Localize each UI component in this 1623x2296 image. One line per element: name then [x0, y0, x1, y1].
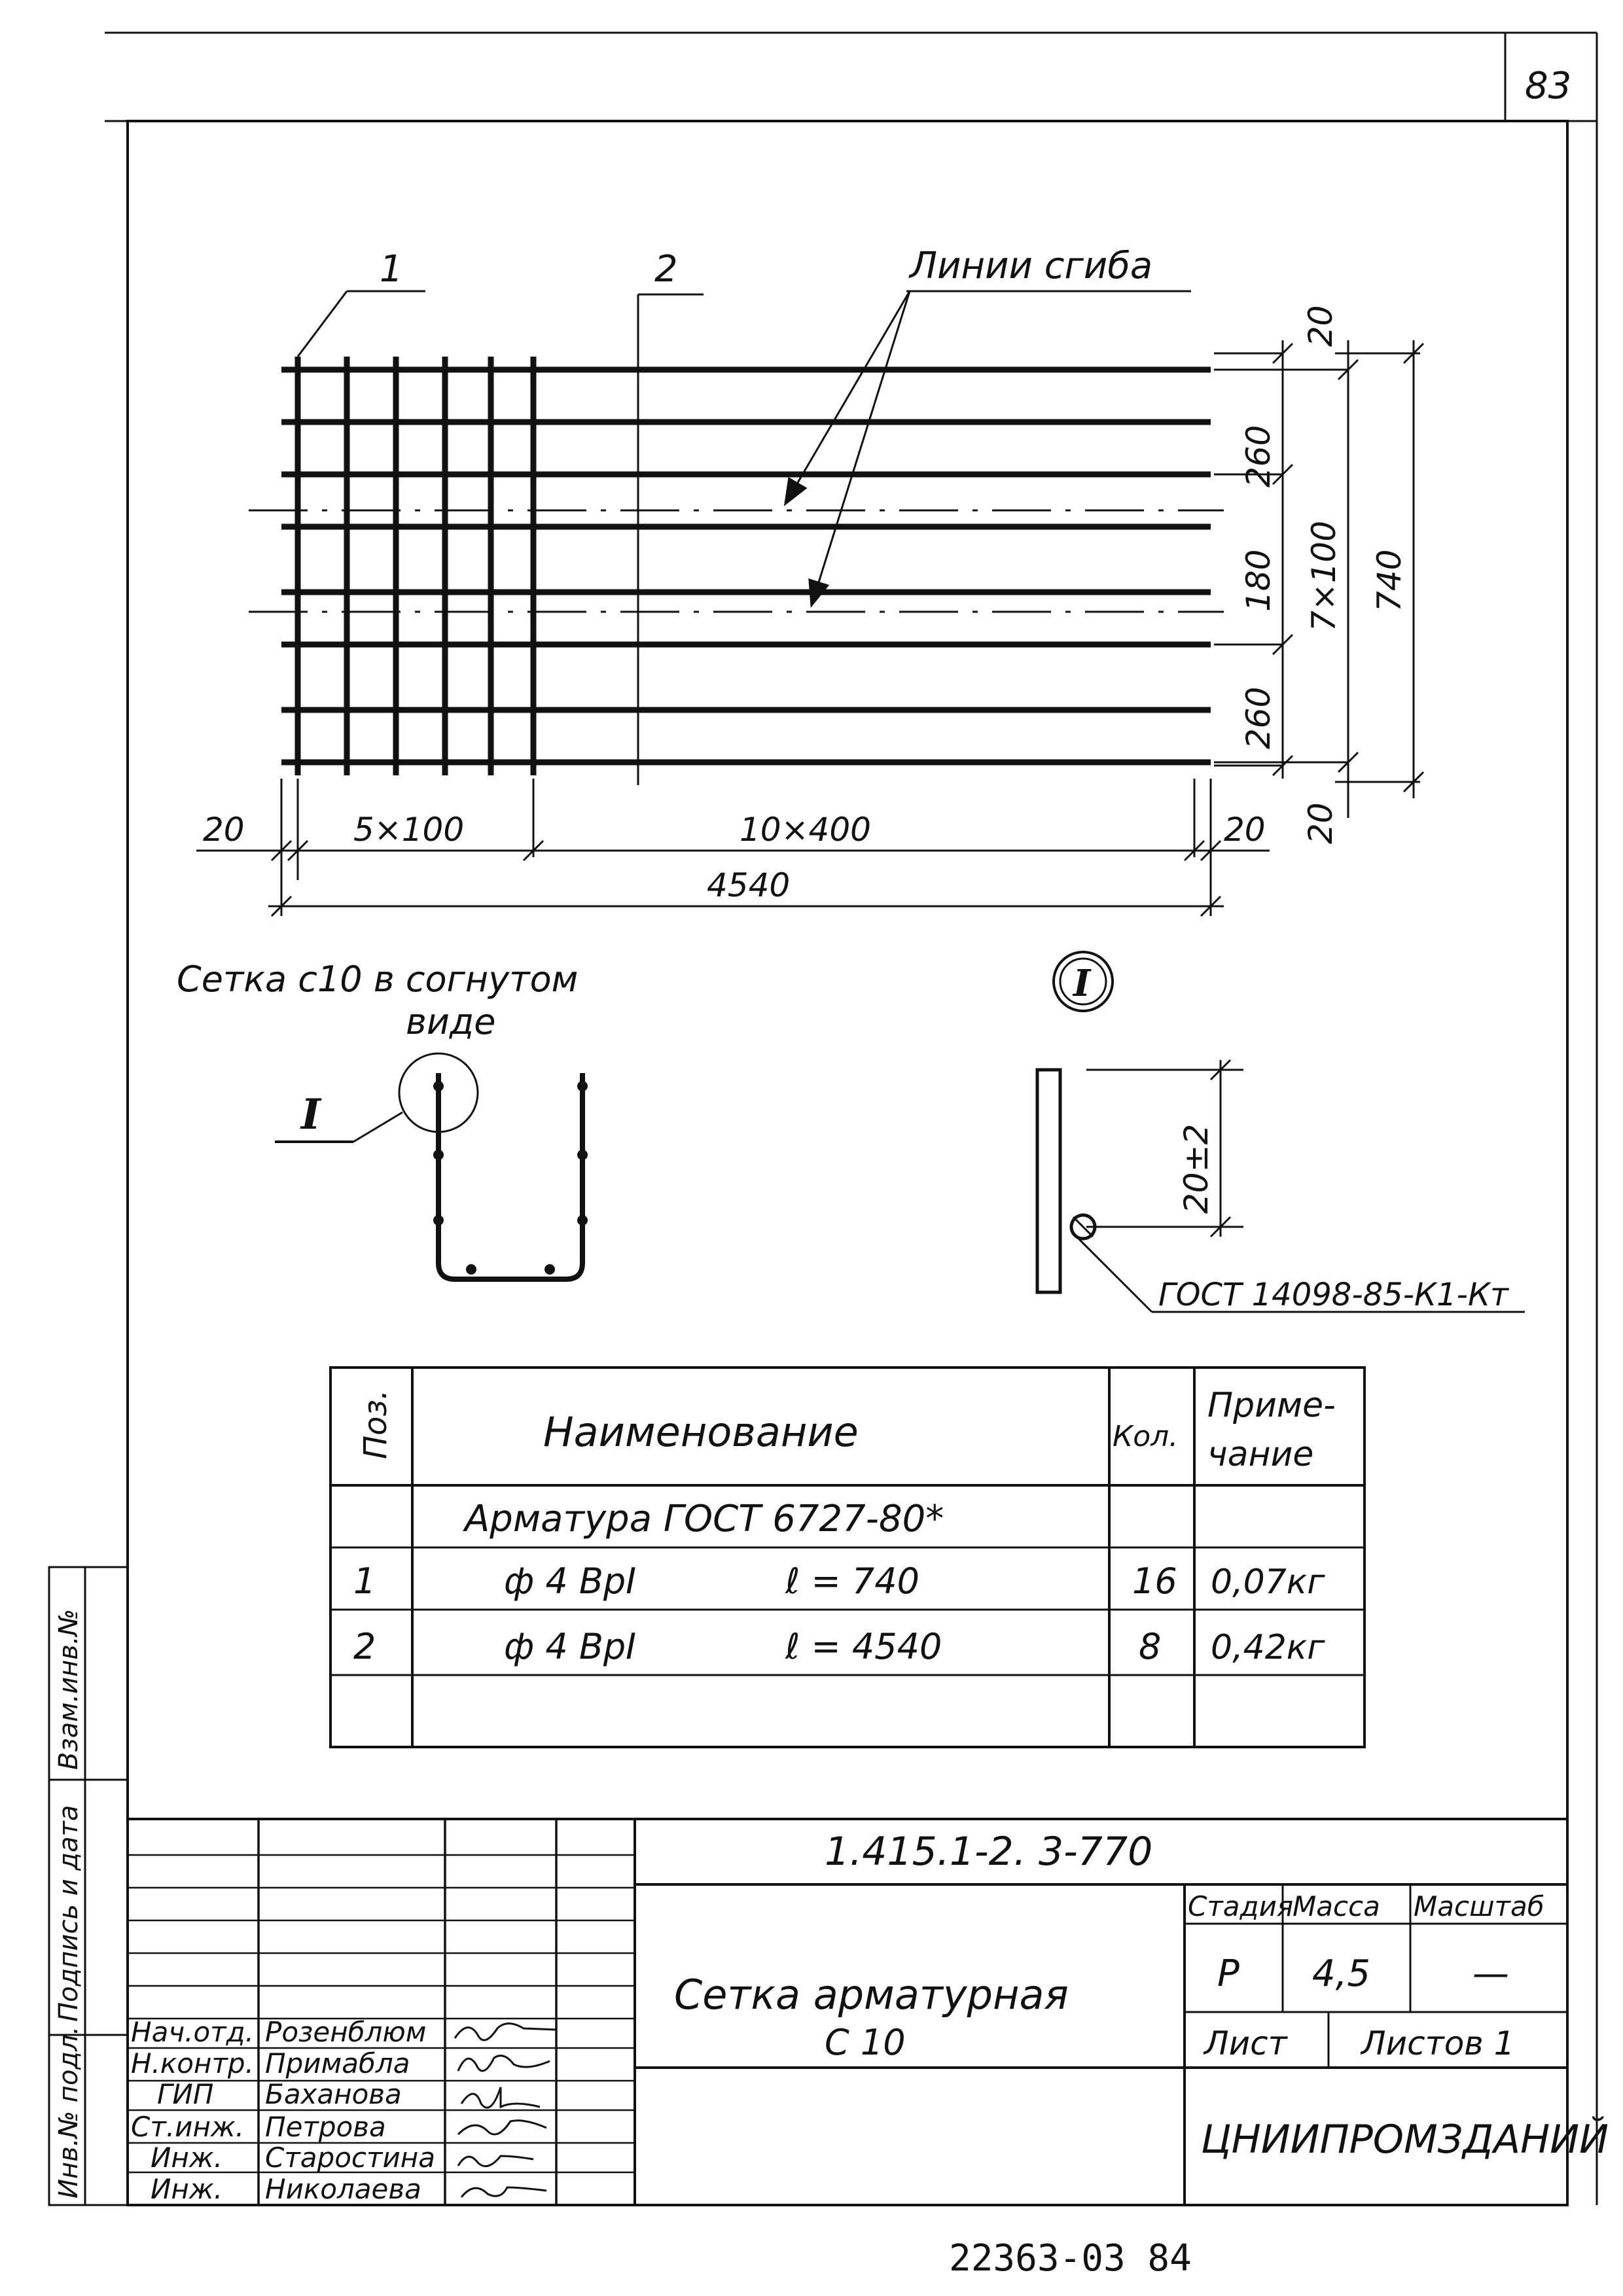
side-stamp-replaced-inv: Взам.инв.№	[54, 1609, 84, 1770]
bottom-code: 22363-03 84	[949, 2237, 1192, 2280]
spec-group-row: Арматура ГОСТ 6727-80*	[463, 1498, 944, 1540]
staff-role-4: Ст.инж.	[131, 2111, 244, 2143]
dim-bottom-10x400: 10×400	[740, 811, 871, 849]
main-frame	[126, 120, 1569, 2206]
mass-label: Масса	[1293, 1890, 1380, 1922]
dim-right-740: 740	[1370, 550, 1408, 612]
stage-label: Стадия	[1188, 1890, 1293, 1922]
dim-bottom-20-left: 20	[203, 811, 245, 849]
dim-right-260-bottom: 260	[1240, 687, 1277, 749]
bend-arrow-upper	[783, 291, 911, 506]
bent-view-title-line1: Сетка с10 в согнутом	[177, 959, 578, 1000]
detail-ref-label: I	[300, 1090, 322, 1139]
doc-code: 1.415.1-2. 3-770	[825, 1829, 1152, 1875]
detail-dim: 20±2	[1177, 1124, 1215, 1214]
title-line1: Сетка арматурная	[674, 1971, 1069, 2019]
side-stamp-inv-orig: Инв.№ подл.	[54, 2026, 84, 2199]
bend-lines	[249, 509, 1224, 613]
detail-bar	[1035, 1068, 1062, 1294]
dim-right-7x100: 7×100	[1305, 521, 1343, 631]
bend-lines-label: Линии сгиба	[908, 245, 1152, 287]
spec-table: Поз. Наименование Кол. Приме- чание Арма…	[329, 1366, 1366, 1748]
staff-role-2: Н.контр.	[131, 2047, 254, 2079]
side-stamp: Инв.№ подл. Подпись и дата Взам.инв.№	[48, 1566, 129, 2206]
dim-bottom-20-right: 20	[1224, 811, 1266, 849]
bend-arrow-lower	[808, 291, 911, 609]
spec-row-1-note: 0,07кг	[1211, 1563, 1325, 1602]
staff-role-1: Нач.отд.	[131, 2016, 254, 2048]
dims-bottom: 20 5×100 10×400 20 4540	[196, 811, 1270, 917]
top-strip: 83	[105, 31, 1598, 2205]
bent-view-title-line2: виде	[406, 1001, 495, 1042]
spec-row-2-name: ф 4 ВрI	[504, 1626, 636, 1667]
staff-name-6: Николаева	[265, 2173, 421, 2205]
bent-mesh-profile	[436, 1073, 585, 1282]
spec-row-1-qty: 16	[1132, 1561, 1177, 1602]
mass-value: 4,5	[1312, 1952, 1370, 1995]
staff-name-2: Примабла	[265, 2047, 410, 2079]
callouts: 1 2 Линии сгиба	[296, 245, 1191, 609]
extension-lines	[280, 294, 1348, 916]
spec-row-1-name: ф 4 ВрI	[504, 1561, 636, 1602]
stage-value: Р	[1217, 1952, 1240, 1995]
bent-bar-sections	[433, 1081, 588, 1275]
title-line2: С 10	[825, 2022, 906, 2063]
spec-header-name: Наименование	[543, 1408, 859, 1456]
title-block: Нач.отд. Розенблюм Н.контр. Примабла ГИП…	[128, 1818, 1609, 2205]
staff-role-3: ГИП	[157, 2078, 213, 2110]
bent-view: Сетка с10 в согнутом виде I	[177, 959, 588, 1282]
callout-1: 1	[380, 248, 403, 291]
signatures	[454, 2022, 557, 2198]
longitudinal-bars	[281, 366, 1211, 766]
staff-name-4: Петрова	[265, 2111, 386, 2143]
spec-row-1-pos: 1	[353, 1561, 376, 1602]
spec-row-2-length: ℓ = 4540	[785, 1626, 942, 1667]
dim-right-260-top: 260	[1240, 425, 1277, 487]
dim-right-20-bottom: 20	[1302, 802, 1340, 844]
staff-role-6: Инж.	[151, 2173, 223, 2205]
dim-right-20-top: 20	[1302, 305, 1340, 347]
spec-header-pos: Поз.	[357, 1390, 394, 1459]
callout-2: 2	[654, 248, 678, 291]
spec-row-1-length: ℓ = 740	[785, 1561, 919, 1602]
organization: ЦНИИПРОМЗДАНИЙ	[1201, 2116, 1609, 2163]
staff-role-5: Инж.	[151, 2142, 223, 2174]
dim-right-180: 180	[1240, 550, 1277, 612]
spec-header-note-line1: Приме-	[1207, 1386, 1336, 1425]
page-number: 83	[1525, 65, 1571, 107]
detail-circle	[398, 1052, 479, 1133]
scale-label: Масштаб	[1414, 1890, 1544, 1922]
detail-I: I 20±2 ГОСТ 14098-85-К1-Кт	[1035, 951, 1525, 1313]
dim-bottom-total: 4540	[707, 866, 790, 904]
staff-rows: Нач.отд. Розенблюм Н.контр. Примабла ГИП…	[131, 2016, 435, 2205]
sheets-label: Листов 1	[1360, 2024, 1514, 2062]
spec-row-2-note: 0,42кг	[1211, 1628, 1325, 1667]
sheet-label: Лист	[1203, 2024, 1289, 2062]
spec-row-2: 2 ф 4 ВрI ℓ = 4540 8 0,42кг	[353, 1626, 1325, 1667]
spec-header-qty: Кол.	[1113, 1420, 1178, 1453]
side-stamp-signature: Подпись и дата	[54, 1805, 84, 2022]
dim-bottom-5x100: 5×100	[353, 811, 464, 849]
scale-value: —	[1472, 1952, 1509, 1995]
transverse-bars	[294, 357, 537, 775]
spec-header-note-line2: чание	[1207, 1435, 1313, 1474]
spec-row-2-qty: 8	[1139, 1626, 1161, 1667]
staff-name-1: Розенблюм	[265, 2016, 426, 2048]
dims-right: 20 260 180 7×100 740 260 20	[1240, 305, 1425, 844]
gost-weld-label: ГОСТ 14098-85-К1-Кт	[1158, 1277, 1510, 1313]
detail-title: I	[1072, 962, 1092, 1005]
spec-row-2-pos: 2	[353, 1626, 376, 1667]
spec-row-1: 1 ф 4 ВрI ℓ = 740 16 0,07кг	[353, 1561, 1325, 1602]
staff-name-3: Баханова	[265, 2078, 402, 2110]
mesh-plan	[249, 294, 1348, 916]
staff-name-5: Старостина	[265, 2142, 435, 2174]
